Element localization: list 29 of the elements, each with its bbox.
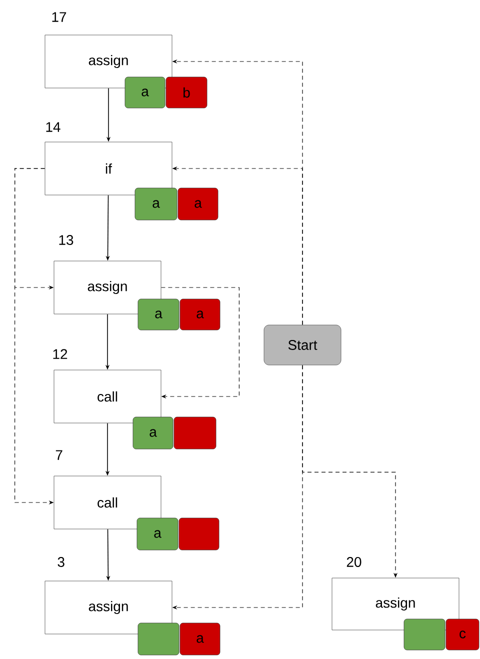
state-badge: a [180, 622, 220, 656]
state-badge [138, 622, 180, 656]
step-number: 14 [46, 122, 60, 132]
arrow [160, 287, 240, 399]
state-badge: a [180, 298, 220, 330]
process-box: assign [332, 578, 460, 630]
state-badge: a [132, 416, 174, 450]
step-number: 12 [53, 349, 68, 359]
state-badge: a [124, 76, 166, 108]
state-badge: a [178, 188, 218, 220]
process-box: call [54, 370, 162, 424]
start-box: Start [264, 324, 342, 366]
step-number: 7 [56, 450, 62, 460]
process-box: assign [44, 580, 172, 634]
process-box: if [44, 142, 172, 196]
state-badge [404, 618, 446, 650]
step-number: 17 [52, 12, 66, 22]
step-number: 13 [59, 235, 74, 245]
state-badge: a [138, 298, 180, 330]
step-number: 3 [58, 557, 64, 567]
process-box: assign [44, 34, 172, 88]
process-box: call [54, 476, 162, 530]
state-badge [174, 416, 216, 450]
state-badge [178, 518, 220, 550]
step-number: 20 [346, 557, 362, 567]
state-badge: c [446, 618, 480, 650]
state-badge: b [166, 76, 208, 108]
state-badge: a [134, 188, 178, 220]
state-badge: a [136, 518, 178, 550]
